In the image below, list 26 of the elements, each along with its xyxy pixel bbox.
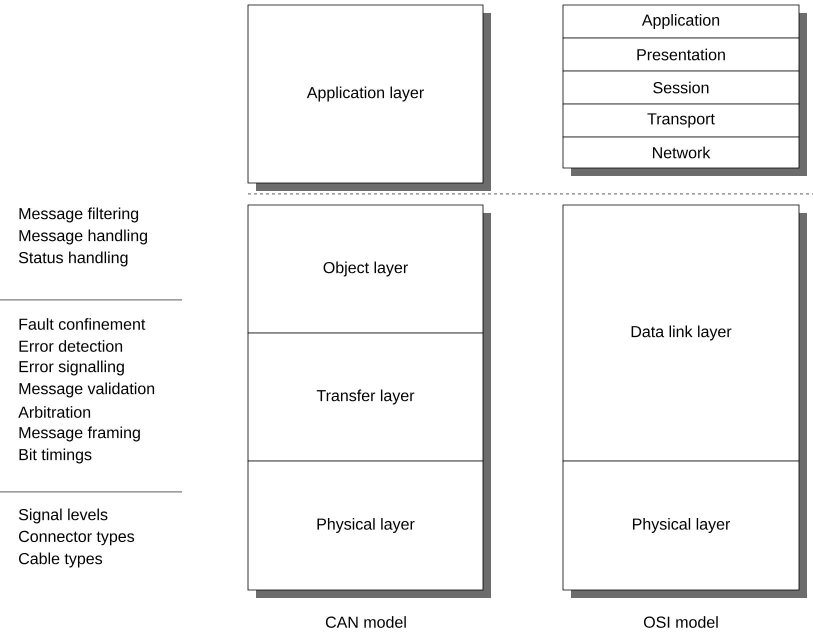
layer-box: Session: [562, 70, 800, 104]
function-label: Cable types: [19, 552, 102, 568]
function-label: Message filtering: [20, 208, 138, 222]
layer-box: Transport: [562, 104, 800, 138]
layer-box: Object layer: [248, 204, 484, 334]
layer-box: Physical layer: [562, 460, 800, 590]
function-label: Message validation: [20, 382, 154, 398]
function-label: Arbitration: [18, 406, 90, 418]
function-label: Fault confinement: [20, 318, 146, 330]
layer-box: Physical layer: [248, 460, 484, 590]
function-label: Message handling: [20, 230, 147, 244]
function-label: Bit timings: [20, 448, 92, 464]
model-label: CAN model: [326, 616, 406, 628]
function-label: Message framing: [20, 426, 140, 442]
model-label: OSI model: [644, 616, 718, 628]
function-label: Connector types: [19, 530, 134, 546]
function-label: Error signalling: [20, 360, 124, 376]
layer-box: Application: [562, 4, 800, 38]
function-label: Error detection: [20, 340, 122, 352]
function-label: Signal levels: [18, 508, 108, 524]
layer-box: Network: [562, 136, 800, 168]
layer-box: Transfer layer: [248, 332, 484, 462]
layer-box: Application layer: [248, 4, 484, 184]
layer-box: Data link layer: [562, 204, 800, 462]
layer-box: Presentation: [562, 38, 800, 72]
function-label: Status handling: [18, 252, 128, 266]
